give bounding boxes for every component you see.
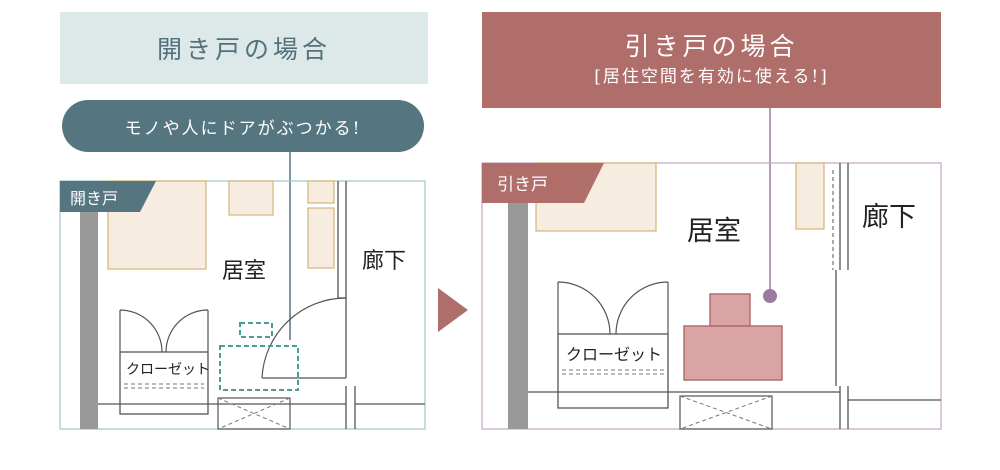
open-plan-swing-door-arc	[261, 297, 347, 379]
sliding-plan-shelf	[795, 162, 825, 230]
sliding-connector-dot	[763, 289, 777, 303]
open-plan-object-small	[239, 322, 273, 338]
open-plan-hall-label: 廊下	[362, 249, 406, 274]
open-plan-object-large	[219, 345, 299, 391]
sliding-plan-cabinet-x2	[679, 395, 773, 430]
open-door-header: 開き戸の場合	[60, 12, 428, 84]
door-collision-callout-text: モノや人にドアがぶつかる!	[124, 118, 362, 139]
open-plan-cabinet-x1	[217, 397, 291, 430]
door-collision-callout: モノや人にドアがぶつかる!	[62, 100, 424, 152]
open-plan-shelf-1	[307, 180, 335, 204]
sliding-plan-cabinet	[679, 395, 773, 430]
sliding-plan-object-small	[709, 293, 751, 327]
open-door-header-text: 開き戸の場合	[156, 35, 331, 64]
sliding-door-header: 引き戸の場合 [居住空間を有効に使える!]	[482, 12, 941, 108]
open-plan-room-label: 居室	[222, 259, 266, 284]
sliding-plan-hall-label: 廊下	[862, 202, 916, 233]
open-plan-nightstand	[228, 180, 274, 216]
sliding-plan-closet-label: クローゼット	[566, 345, 662, 364]
open-plan-closet-door-right	[165, 309, 209, 353]
sliding-door-header-subtitle: [居住空間を有効に使える!]	[594, 67, 829, 87]
sliding-plan-wall	[508, 200, 528, 429]
sliding-plan-cabinet-x1	[679, 395, 773, 430]
open-plan-shelf-2	[307, 207, 335, 269]
sliding-plan-closet	[557, 333, 669, 409]
sliding-plan-closet-door-right	[615, 281, 669, 335]
open-door-tag-shape	[60, 181, 156, 212]
open-plan-closet-label: クローゼット	[126, 362, 210, 378]
open-plan-cabinet-x2	[217, 397, 291, 430]
sliding-door-tag-text: 引き戸	[497, 175, 548, 195]
open-plan-cabinet	[217, 397, 291, 430]
sliding-plan-closet-door-left	[557, 281, 611, 335]
sliding-door-tag-shape	[482, 163, 604, 203]
sliding-plan-object-large	[683, 325, 783, 381]
open-door-tag-text: 開き戸	[70, 189, 118, 208]
sliding-plan-room-label: 居室	[687, 216, 741, 247]
open-plan-closet-door-left	[119, 309, 163, 353]
triangle-right-icon	[438, 288, 468, 332]
open-plan-closet	[119, 351, 209, 415]
open-plan-wall	[80, 210, 98, 429]
sliding-door-header-title: 引き戸の場合	[624, 32, 799, 61]
